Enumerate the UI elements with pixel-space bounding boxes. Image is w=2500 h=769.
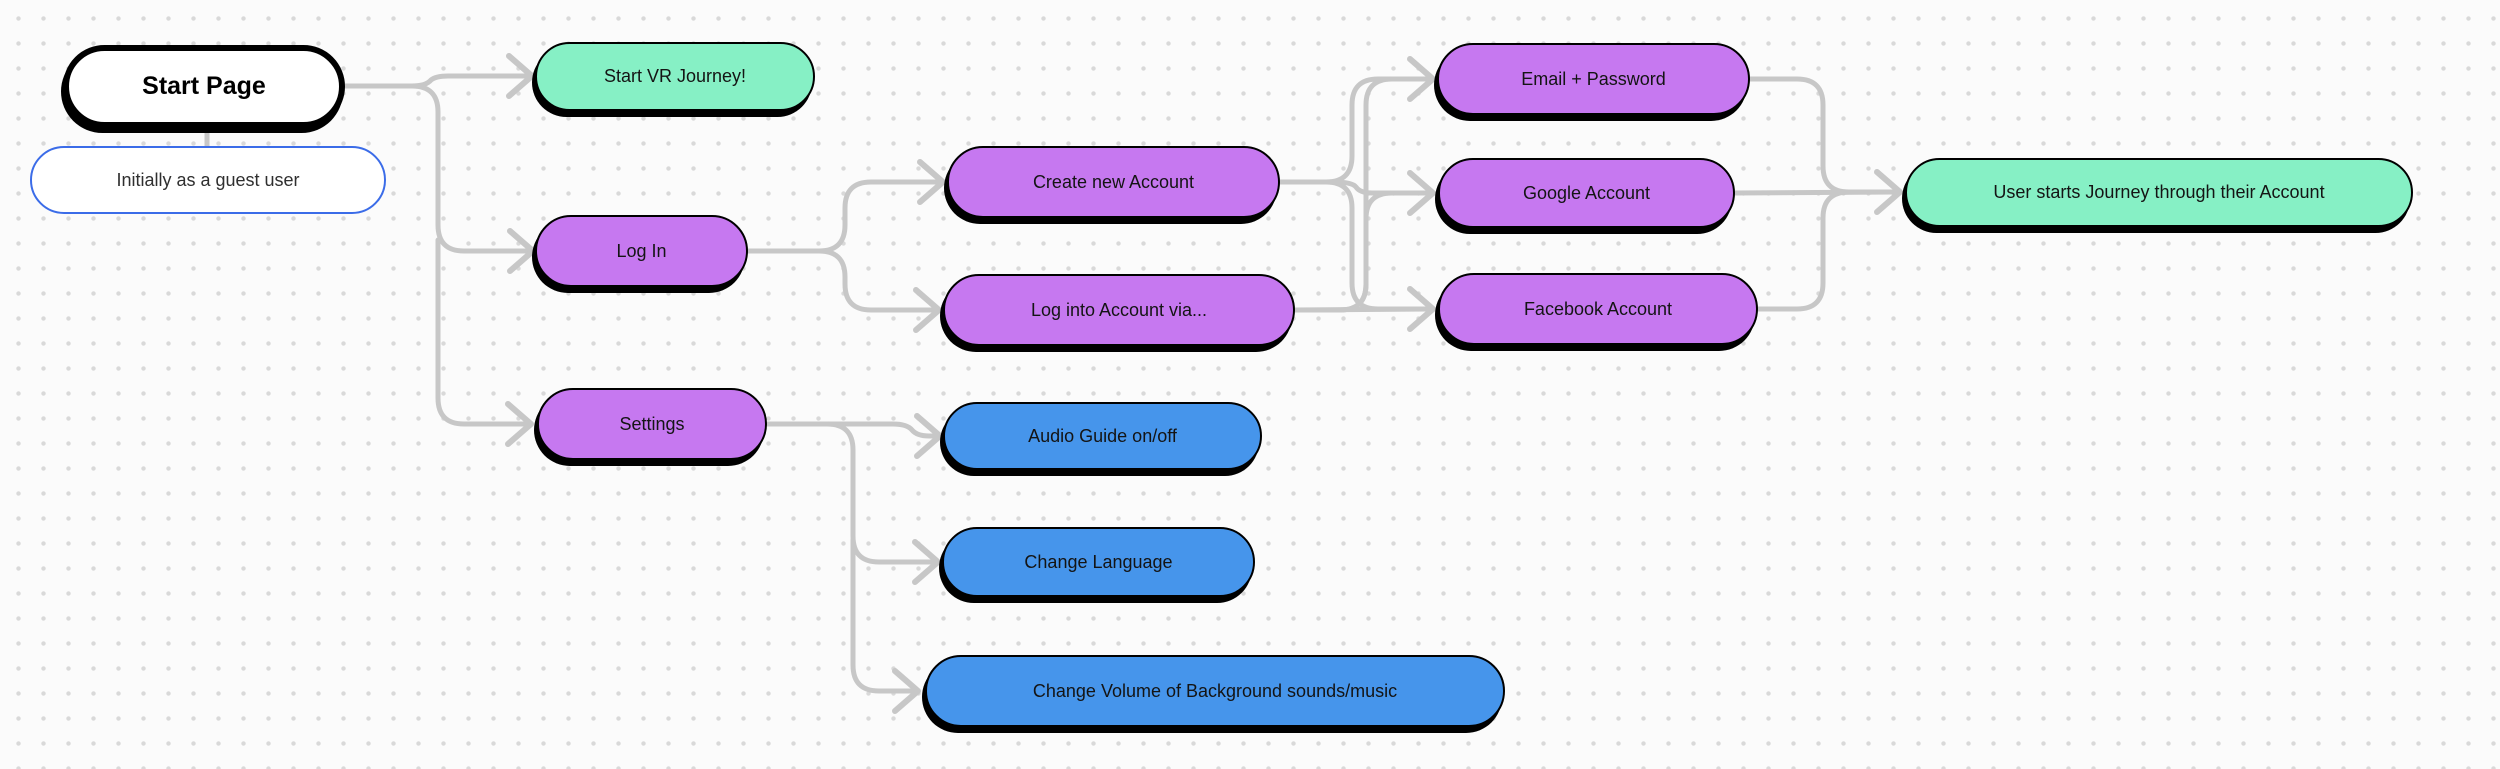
node-label-log-in: Log In: [616, 240, 667, 261]
node-label-settings: Settings: [619, 413, 685, 434]
node-label-change-language: Change Language: [1024, 551, 1173, 572]
arrowhead-google-account: [1407, 170, 1436, 216]
edge-email-password-to-user-starts-journey: [1747, 76, 1898, 195]
node-log-into-account-via[interactable]: Log into Account via...: [943, 274, 1295, 346]
node-email-password[interactable]: Email + Password: [1437, 43, 1750, 115]
node-log-in[interactable]: Log In: [535, 215, 748, 287]
arrowhead-email-password: [1407, 56, 1436, 102]
edge-settings-to-audio-guide: [764, 421, 938, 439]
edge-create-new-account-to-facebook-account: [1277, 179, 1432, 312]
edge-log-in-to-log-into-account-via: [745, 248, 938, 313]
edge-create-new-account-to-email-password: [1277, 76, 1432, 185]
node-settings[interactable]: Settings: [537, 388, 767, 460]
arrowhead-facebook-account: [1407, 286, 1436, 332]
node-label-google-account: Google Account: [1522, 182, 1651, 203]
edge-start-page-to-start-vr-journey: [342, 73, 531, 89]
node-label-guest-note: Initially as a guest user: [116, 169, 300, 190]
node-user-starts-journey[interactable]: User starts Journey through their Accoun…: [1905, 158, 2413, 227]
node-label-log-into-account-via: Log into Account via...: [1030, 299, 1208, 320]
node-label-start-vr-journey: Start VR Journey!: [603, 66, 747, 86]
node-label-change-volume: Change Volume of Background sounds/music: [1032, 680, 1398, 701]
node-start-page[interactable]: Start Page: [63, 45, 345, 128]
node-label-create-new-account: Create new Account: [1032, 171, 1195, 192]
node-label-start-page: Start Page: [142, 72, 266, 100]
edge-start-page-to-log-in: [409, 83, 532, 254]
arrowhead-audio-guide: [914, 413, 943, 459]
edge-facebook-account-to-user-starts-journey: [1755, 189, 1898, 312]
node-label-facebook-account: Facebook Account: [1523, 298, 1673, 319]
edge-start-page-to-settings: [435, 237, 530, 427]
node-start-vr-journey[interactable]: Start VR Journey!: [535, 42, 815, 111]
node-change-language[interactable]: Change Language: [942, 527, 1255, 597]
node-audio-guide[interactable]: Audio Guide on/off: [943, 402, 1262, 470]
arrowhead-create-new-account: [917, 159, 946, 205]
arrowhead-start-vr-journey: [506, 53, 535, 99]
node-facebook-account[interactable]: Facebook Account: [1438, 273, 1758, 345]
arrowhead-log-in: [507, 228, 536, 274]
node-label-user-starts-journey: User starts Journey through their Accoun…: [1993, 182, 2325, 202]
arrowhead-change-language: [912, 539, 941, 585]
arrowhead-user-starts-journey: [1874, 169, 1903, 215]
node-google-account[interactable]: Google Account: [1438, 158, 1735, 228]
node-label-audio-guide: Audio Guide on/off: [1028, 425, 1177, 446]
edge-settings-to-change-language: [824, 421, 936, 565]
arrowhead-change-volume: [892, 668, 921, 714]
edge-settings-to-change-volume: [850, 537, 916, 694]
node-change-volume[interactable]: Change Volume of Background sounds/music: [925, 655, 1505, 727]
node-create-new-account[interactable]: Create new Account: [947, 146, 1280, 218]
arrowhead-log-into-account-via: [913, 287, 942, 333]
arrowhead-settings: [505, 401, 534, 447]
edge-log-in-to-create-new-account: [745, 179, 942, 254]
edge-log-into-account-via-to-facebook-account: [1292, 306, 1432, 313]
node-guest-note[interactable]: Initially as a guest user: [30, 146, 386, 214]
node-label-email-password: Email + Password: [1521, 68, 1666, 89]
